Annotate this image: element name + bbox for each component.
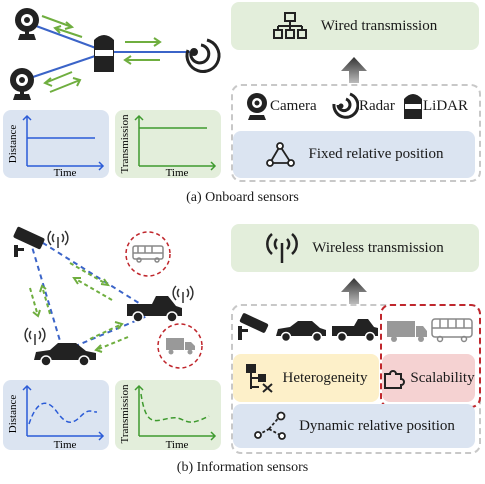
caption-onboard: (a) Onboard sensors — [186, 190, 299, 205]
up-arrow — [341, 278, 367, 304]
wireless-signal-icon — [24, 327, 46, 345]
caption-information: (b) Information sensors — [176, 460, 309, 475]
radar-label: Radar — [359, 98, 395, 114]
fixed-position-label: Fixed relative position — [308, 146, 444, 162]
dynamic-nodes-icon — [254, 411, 286, 440]
scalability-label: Scalability — [410, 369, 475, 386]
transmission-ylabel: Transmission — [119, 384, 131, 443]
wired-link-camera-top — [27, 22, 105, 52]
fixed-position-box: Fixed relative position — [233, 131, 475, 178]
future-sensor-circle — [157, 323, 203, 369]
distance-xlabel: Time — [54, 167, 77, 178]
car-icon — [34, 343, 96, 367]
wired-transmission-box: Wired transmission — [231, 2, 479, 50]
camera-icon — [247, 93, 267, 120]
radar-icon — [332, 92, 359, 119]
transmission-chart: Time Transmission — [119, 384, 217, 450]
distance-ylabel: Distance — [7, 125, 19, 164]
onboard-sensor-scene — [10, 8, 221, 100]
cargo-truck-icon — [166, 338, 195, 355]
lidar-icon — [404, 94, 422, 119]
onboard-sensor-group — [231, 84, 481, 182]
wireless-signal-icon — [172, 285, 194, 303]
wireless-transmission-box: Wireless transmission — [231, 224, 479, 272]
dynamic-position-box: Dynamic relative position — [233, 404, 475, 448]
car-icon — [276, 321, 326, 343]
distance-chart: Time Distance — [7, 384, 105, 450]
antenna-icon — [266, 233, 299, 263]
dynamic-position-label: Dynamic relative position — [299, 417, 455, 434]
wired-transmission-label: Wired transmission — [320, 17, 438, 34]
transfer-arrows-top — [41, 15, 83, 38]
distance-chart: Time Distance — [7, 114, 105, 178]
wireless-transmission-label: Wireless transmission — [312, 239, 444, 256]
camera-label: Camera — [270, 98, 317, 114]
wireless-signal-icon — [47, 230, 69, 248]
transmission-series — [140, 393, 210, 423]
distance-ylabel: Distance — [7, 395, 19, 434]
lidar-label: LiDAR — [423, 98, 468, 114]
distance-series — [28, 402, 98, 425]
future-sensor-circle — [125, 231, 171, 277]
transmission-chart: Time Transmission — [119, 114, 217, 178]
radar-icon — [185, 38, 221, 73]
hierarchy-cross-icon — [245, 364, 273, 393]
heterogeneity-label: Heterogeneity — [282, 369, 368, 386]
transmission-chart-panel — [115, 380, 221, 450]
network-hierarchy-icon — [272, 12, 307, 39]
distance-xlabel: Time — [54, 439, 77, 450]
transmission-ylabel: Transmission — [119, 114, 131, 173]
transfer-arrows-bottom — [43, 71, 82, 93]
camera-icon — [10, 68, 34, 100]
information-sensor-scene — [13, 226, 203, 369]
lidar-icon — [94, 35, 114, 72]
pickup-truck-icon — [332, 319, 378, 343]
scalability-box: Scalability — [382, 354, 475, 402]
puzzle-icon — [384, 370, 406, 389]
wired-link-camera-bottom — [23, 52, 105, 81]
transmission-xlabel: Time — [166, 439, 189, 450]
surveillance-camera-icon — [238, 313, 269, 340]
heterogeneity-box: Heterogeneity — [233, 354, 379, 402]
transfer-arrows-right — [123, 37, 162, 65]
bus-icon — [431, 318, 473, 343]
up-arrow — [341, 57, 367, 83]
transmission-xlabel: Time — [166, 167, 189, 178]
distance-chart-panel — [3, 380, 109, 450]
pickup-truck-icon — [127, 296, 182, 323]
surveillance-camera-icon — [13, 226, 45, 257]
triangle-nodes-icon — [265, 141, 295, 167]
bus-icon — [132, 245, 164, 263]
camera-icon — [15, 8, 39, 40]
cargo-truck-icon — [387, 321, 427, 342]
